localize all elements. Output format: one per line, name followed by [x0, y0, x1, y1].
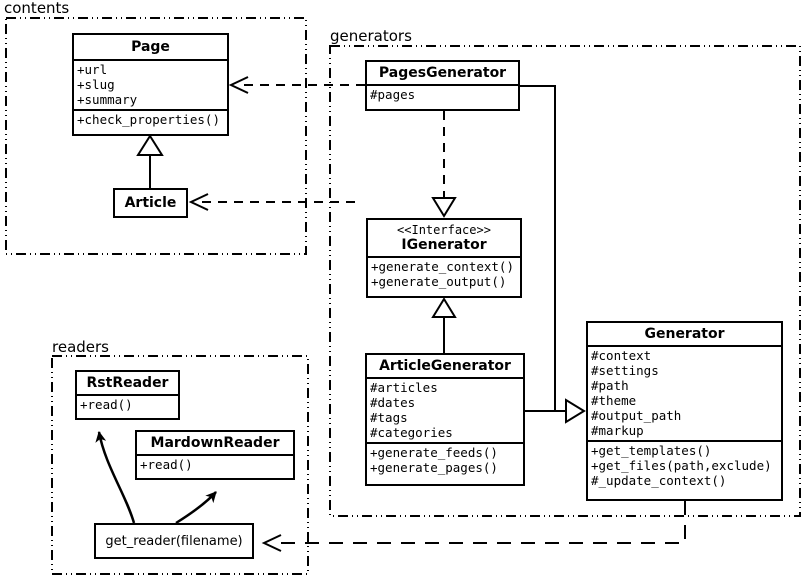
attribute: #path	[591, 378, 629, 393]
attribute: #context	[591, 348, 652, 363]
class-mardownreader[interactable]: MardownReader +read()	[135, 430, 295, 480]
class-page[interactable]: Page +url +slug +summary +check_properti…	[72, 33, 229, 136]
class-generator-methods: +get_templates() +get_files(path,exclude…	[588, 440, 781, 490]
method: +generate_context()	[371, 259, 514, 274]
attribute: #pages	[370, 87, 416, 102]
attribute: +summary	[77, 92, 138, 107]
class-mardownreader-methods: +read()	[137, 454, 293, 474]
method: +generate_pages()	[370, 460, 498, 475]
class-generator[interactable]: Generator #context #settings #path #them…	[586, 321, 783, 501]
package-generators-label: generators	[330, 27, 412, 45]
method: +generate_feeds()	[370, 445, 498, 460]
attribute: +url	[77, 62, 108, 77]
class-rstreader[interactable]: RstReader +read()	[75, 370, 180, 420]
method: +get_templates()	[591, 443, 712, 458]
class-mardownreader-name: MardownReader	[150, 435, 280, 451]
method: +check_properties()	[77, 112, 220, 127]
class-pagesgenerator-name: PagesGenerator	[378, 65, 507, 81]
attribute: #categories	[370, 425, 453, 440]
class-articlegenerator-methods: +generate_feeds() +generate_pages()	[367, 442, 523, 477]
method: #_update_context()	[591, 473, 727, 488]
attribute: +slug	[77, 77, 115, 92]
attribute: #dates	[370, 395, 416, 410]
class-articlegenerator-attributes: #articles #dates #tags #categories	[367, 377, 523, 442]
method: +generate_output()	[371, 274, 507, 289]
attribute: #tags	[370, 410, 408, 425]
class-rstreader-methods: +read()	[77, 394, 178, 414]
method: +get_files(path,exclude)	[591, 458, 772, 473]
class-page-name: Page	[131, 39, 170, 55]
package-readers-label: readers	[52, 338, 109, 356]
class-igenerator-methods: +generate_context() +generate_output()	[368, 256, 520, 291]
method: +read()	[140, 457, 193, 472]
attribute: #markup	[591, 423, 644, 438]
class-rstreader-name: RstReader	[86, 375, 169, 391]
attribute: #theme	[591, 393, 637, 408]
attribute: #output_path	[591, 408, 682, 423]
class-igenerator[interactable]: <<Interface>> IGenerator +generate_conte…	[366, 218, 522, 298]
attribute: #articles	[370, 380, 438, 395]
method: +read()	[80, 397, 133, 412]
class-articlegenerator[interactable]: ArticleGenerator #articles #dates #tags …	[365, 353, 525, 486]
class-page-attributes: +url +slug +summary	[74, 59, 227, 109]
class-pagesgenerator-attributes: #pages	[367, 84, 518, 104]
class-igenerator-stereotype: <<Interface>>	[397, 223, 491, 237]
class-page-methods: +check_properties()	[74, 109, 227, 129]
function-get-reader[interactable]: get_reader(filename)	[94, 523, 254, 559]
class-articlegenerator-name: ArticleGenerator	[379, 358, 511, 374]
class-igenerator-label: IGenerator	[401, 237, 487, 253]
class-article[interactable]: Article	[113, 188, 188, 218]
function-get-reader-label: get_reader(filename)	[105, 533, 243, 549]
class-generator-attributes: #context #settings #path #theme #output_…	[588, 345, 781, 440]
class-pagesgenerator[interactable]: PagesGenerator #pages	[365, 60, 520, 111]
class-generator-name: Generator	[644, 326, 725, 342]
package-contents-label: contents	[4, 0, 70, 17]
attribute: #settings	[591, 363, 659, 378]
class-article-name: Article	[124, 195, 177, 211]
class-igenerator-name: <<Interface>> IGenerator	[368, 220, 520, 256]
